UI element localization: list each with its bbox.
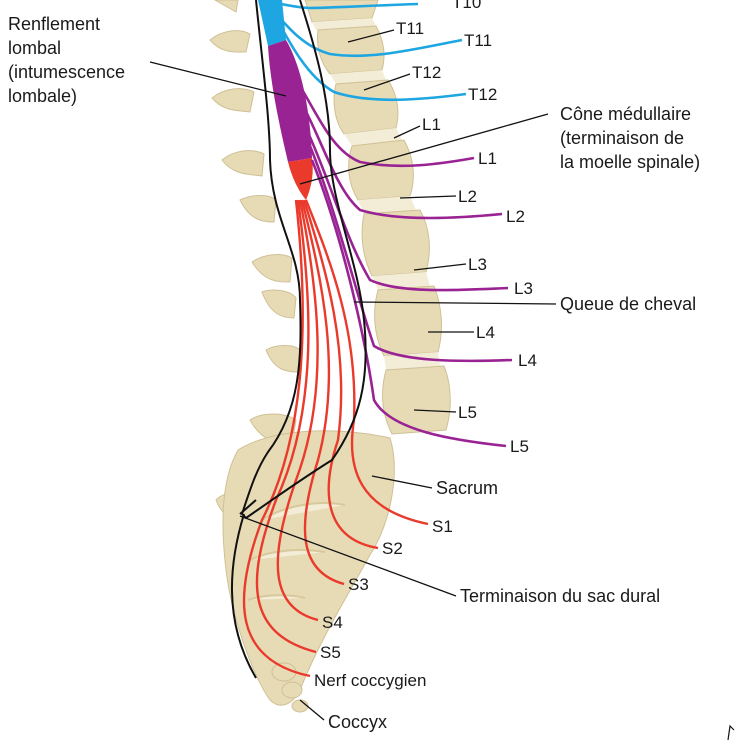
leader-lines: [149, 29, 557, 721]
nerve-label-l5: L5: [510, 437, 529, 456]
vertebra-label-l3: L3: [468, 255, 487, 274]
nerve-label-t12: T12: [468, 85, 497, 104]
sac-dural-label: Terminaison du sac dural: [460, 586, 660, 606]
nerve-s4: [276, 199, 319, 622]
sacral-nerves: [242, 199, 429, 678]
lumbar-nerves: [294, 79, 513, 448]
nerve-l3: [304, 127, 509, 292]
thoracic-cord-segment: [258, 0, 286, 46]
vertebral-bodies: [304, 0, 451, 435]
nerve-label-t11: T11: [464, 31, 492, 50]
queue-de-cheval-label: Queue de cheval: [560, 294, 696, 314]
nerve-label-s2: S2: [382, 539, 403, 558]
corner-mark: [727, 724, 735, 740]
nerve-l1: [294, 79, 475, 168]
nerve-label-s3: S3: [348, 575, 369, 594]
thoracic-nerves: [261, 0, 467, 102]
nerve-coccygeal: [242, 199, 311, 678]
nerve-label-l3: L3: [514, 279, 533, 298]
nerve-s5: [255, 199, 317, 654]
nerve-l5: [310, 159, 507, 448]
nerve-label-t10: T10: [452, 0, 481, 12]
vertebra-label-t12: T12: [412, 63, 441, 82]
vertebra-label-l1: L1: [422, 115, 441, 134]
nerve-l2: [300, 103, 503, 220]
vertebra-label-l2: L2: [458, 187, 477, 206]
nerve-s1: [304, 199, 429, 526]
nerve-label-l1: L1: [478, 149, 497, 168]
filum-terminale: [231, 513, 257, 679]
sacrum-bone: [222, 430, 395, 706]
cone-medullaire-label: Cône médullaire (terminaison de la moell…: [560, 104, 700, 172]
nerve-label-l2: L2: [506, 207, 525, 226]
nerve-label-s1: S1: [432, 517, 453, 536]
renflement-label: Renflement lombal (intumescence lombale): [8, 14, 130, 106]
vertebra-label-l4: L4: [476, 323, 495, 342]
nerve-label-s5: S5: [320, 643, 341, 662]
conus-medullaris: [288, 158, 313, 200]
nerve-t10: [261, 0, 419, 10]
lumbar-enlargement: [268, 40, 312, 162]
nerve-s3: [300, 199, 345, 586]
vertebra-label-l5: L5: [458, 403, 477, 422]
nerve-s2: [302, 199, 379, 550]
coccyx-label: Coccyx: [328, 712, 387, 732]
nerve-label-l4: L4: [518, 351, 537, 370]
nerve-label-s4: S4: [322, 613, 343, 632]
nerve-label-coccygeal: Nerf coccygien: [314, 671, 426, 690]
nerve-t12: [270, 9, 467, 102]
vertebra-label-t11: T11: [396, 19, 424, 38]
sacrum-label: Sacrum: [436, 478, 498, 498]
nerve-l4: [308, 145, 513, 363]
dural-sac-tip: [239, 499, 257, 515]
nerve-t11: [265, 1, 463, 58]
